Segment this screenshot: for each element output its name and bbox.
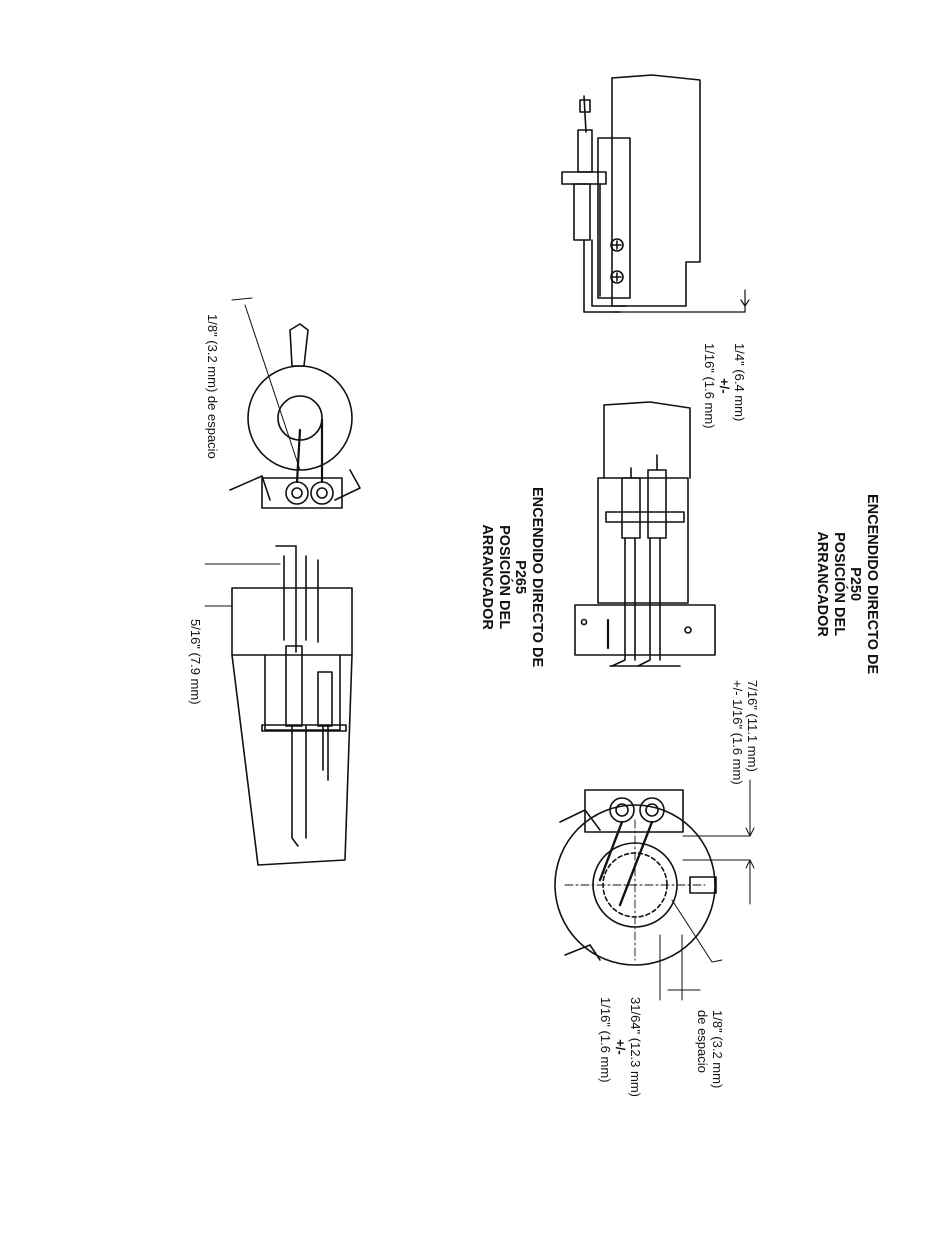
p250-offset-dimension-label: 31/64" (12.3 mm) +/- 1/16" (1.6 mm) bbox=[598, 997, 643, 1097]
p250-gap-dimension-label: 1/8" (3.2 mm) de espacio bbox=[695, 1010, 725, 1088]
p265-end-view bbox=[230, 298, 360, 508]
p250-height-dimension-label: 7/16" (11.1 mm) +/- 1/16" (1.6 mm) bbox=[730, 680, 760, 785]
p250-front-view bbox=[575, 402, 715, 666]
p265-side-dimension-label: 5/16" (7.9 mm) bbox=[188, 619, 203, 705]
p265-side-view bbox=[205, 546, 352, 865]
p265-gap-dimension-label: 1/8" (3.2 mm) de espacio bbox=[205, 314, 220, 459]
p250-end-view bbox=[555, 780, 754, 1000]
p250-title: ENCENDIDO DIRECTO DE P250 POSICIÓN DEL A… bbox=[814, 494, 880, 674]
p250-side-dimension-label: 1/4" (6.4 mm) +/- 1/16" (1.6 mm) bbox=[702, 343, 747, 429]
p250-side-view bbox=[562, 75, 749, 312]
p265-title: ENCENDIDO DIRECTO DE P265 POSICIÓN DEL A… bbox=[479, 487, 545, 667]
